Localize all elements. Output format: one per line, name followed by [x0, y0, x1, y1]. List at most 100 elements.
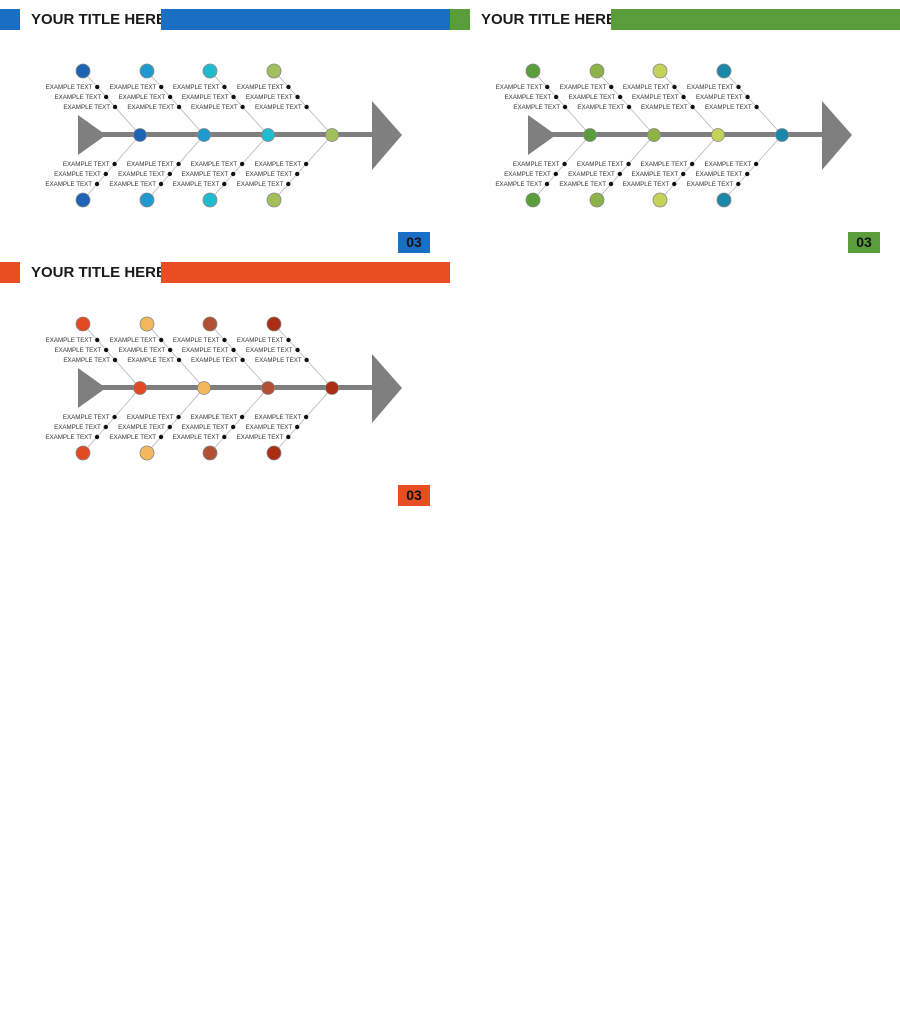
- bullet-dot: [626, 161, 631, 167]
- bullet-dot: [240, 357, 245, 363]
- item-label: EXAMPLE TEXT: [696, 171, 743, 178]
- item-label: EXAMPLE TEXT: [182, 424, 229, 431]
- bullet-dot: [103, 94, 109, 100]
- spine-node: [261, 128, 275, 142]
- cause-node-top: [589, 63, 605, 79]
- bullet-dot: [617, 94, 623, 100]
- title-accent-bar-right: [161, 9, 450, 30]
- item-label: EXAMPLE TEXT: [704, 161, 751, 168]
- item-label: EXAMPLE TEXT: [127, 161, 174, 168]
- page-number-badge: 03: [398, 232, 430, 253]
- slide-title: YOUR TITLE HERE: [481, 11, 617, 28]
- bone-bottom-line: [659, 134, 719, 201]
- fish-tail: [78, 115, 106, 155]
- bullet-dot: [222, 84, 227, 90]
- fish-spine: [96, 385, 376, 390]
- bullet-dot: [690, 104, 695, 110]
- cause-node-top: [652, 63, 668, 79]
- bullet-dot: [95, 84, 100, 90]
- slide-2: YOUR TITLE HERE EXAMPLE TEXT EXAMPLE TEXT…: [450, 0, 900, 253]
- bullet-dot: [617, 171, 622, 177]
- page-number-badge: 03: [848, 232, 880, 253]
- bone-top-line: [273, 70, 333, 136]
- bullet-dot: [672, 84, 677, 90]
- title-accent-bar-right: [161, 262, 450, 283]
- bullet-dot: [112, 161, 117, 167]
- page-number-badge: 03: [398, 485, 430, 506]
- item-label: EXAMPLE TEXT: [46, 84, 93, 91]
- item-label: EXAMPLE TEXT: [632, 94, 679, 101]
- bone-bottom-line: [146, 134, 205, 201]
- cause-node-bottom: [525, 192, 541, 208]
- bone-top-line: [532, 70, 591, 136]
- item-label: EXAMPLE TEXT: [696, 94, 743, 101]
- bullet-dot: [103, 347, 109, 353]
- item-label: EXAMPLE TEXT: [63, 161, 110, 168]
- bone-bottom-line: [209, 387, 269, 454]
- title-accent-bar-left: [0, 262, 20, 283]
- item-label: EXAMPLE TEXT: [255, 104, 302, 111]
- spine-node: [325, 381, 339, 395]
- bullet-dot: [562, 161, 567, 167]
- item-label: EXAMPLE TEXT: [127, 414, 174, 421]
- bullet-dot: [286, 434, 291, 440]
- cause-node-top: [716, 63, 732, 79]
- cause-node-bottom: [716, 192, 732, 208]
- item-label: EXAMPLE TEXT: [237, 181, 284, 188]
- item-label: EXAMPLE TEXT: [560, 84, 607, 91]
- fishbone-diagram: EXAMPLE TEXT EXAMPLE TEXT EXAMPLE TEXT EXAM…: [45, 316, 402, 461]
- bone-top-line: [659, 70, 719, 136]
- item-label: EXAMPLE TEXT: [119, 347, 166, 354]
- item-label: EXAMPLE TEXT: [190, 414, 237, 421]
- bullet-dot: [304, 357, 309, 363]
- bullet-dot: [103, 424, 109, 430]
- item-label: EXAMPLE TEXT: [110, 84, 157, 91]
- bullet-dot: [167, 171, 172, 177]
- item-label: EXAMPLE TEXT: [190, 161, 237, 168]
- item-label: EXAMPLE TEXT: [127, 357, 174, 364]
- item-label: EXAMPLE TEXT: [182, 347, 229, 354]
- cause-node-bottom: [139, 445, 155, 461]
- bullet-dot: [95, 337, 100, 343]
- item-label: EXAMPLE TEXT: [513, 104, 560, 111]
- bullet-dot: [553, 94, 559, 100]
- bone-top-line: [723, 70, 783, 136]
- item-label: EXAMPLE TEXT: [54, 171, 101, 178]
- item-label: EXAMPLE TEXT: [237, 337, 284, 344]
- item-label: EXAMPLE TEXT: [246, 171, 293, 178]
- bullet-dot: [176, 161, 181, 167]
- item-label: EXAMPLE TEXT: [63, 357, 110, 364]
- bullet-dot: [295, 347, 300, 353]
- bone-top-line: [209, 323, 269, 389]
- cause-node-top: [75, 316, 91, 332]
- item-label: EXAMPLE TEXT: [513, 161, 560, 168]
- bone-bottom-line: [532, 134, 591, 201]
- bullet-dot: [112, 414, 117, 420]
- bullet-dot: [167, 347, 173, 353]
- bullet-dot: [222, 181, 227, 187]
- item-label: EXAMPLE TEXT: [495, 181, 542, 188]
- item-label: EXAMPLE TEXT: [54, 424, 101, 431]
- cause-node-top: [75, 63, 91, 79]
- item-label: EXAMPLE TEXT: [63, 414, 110, 421]
- bone-bottom-line: [82, 134, 141, 201]
- item-label: EXAMPLE TEXT: [191, 104, 238, 111]
- item-label: EXAMPLE TEXT: [45, 181, 92, 188]
- title-accent-bar-left: [0, 9, 20, 30]
- item-label: EXAMPLE TEXT: [45, 434, 92, 441]
- item-label: EXAMPLE TEXT: [127, 104, 174, 111]
- bullet-dot: [231, 94, 236, 100]
- bullet-dot: [295, 424, 300, 430]
- item-label: EXAMPLE TEXT: [110, 337, 157, 344]
- bullet-dot: [222, 434, 227, 440]
- bullet-dot: [745, 94, 750, 100]
- item-label: EXAMPLE TEXT: [173, 434, 220, 441]
- bone-bottom-line: [273, 387, 333, 454]
- spine-node: [133, 128, 147, 142]
- item-label: EXAMPLE TEXT: [237, 84, 284, 91]
- cause-node-bottom: [75, 445, 91, 461]
- bullet-dot: [231, 424, 236, 430]
- item-label: EXAMPLE TEXT: [246, 94, 293, 101]
- item-label: EXAMPLE TEXT: [641, 104, 688, 111]
